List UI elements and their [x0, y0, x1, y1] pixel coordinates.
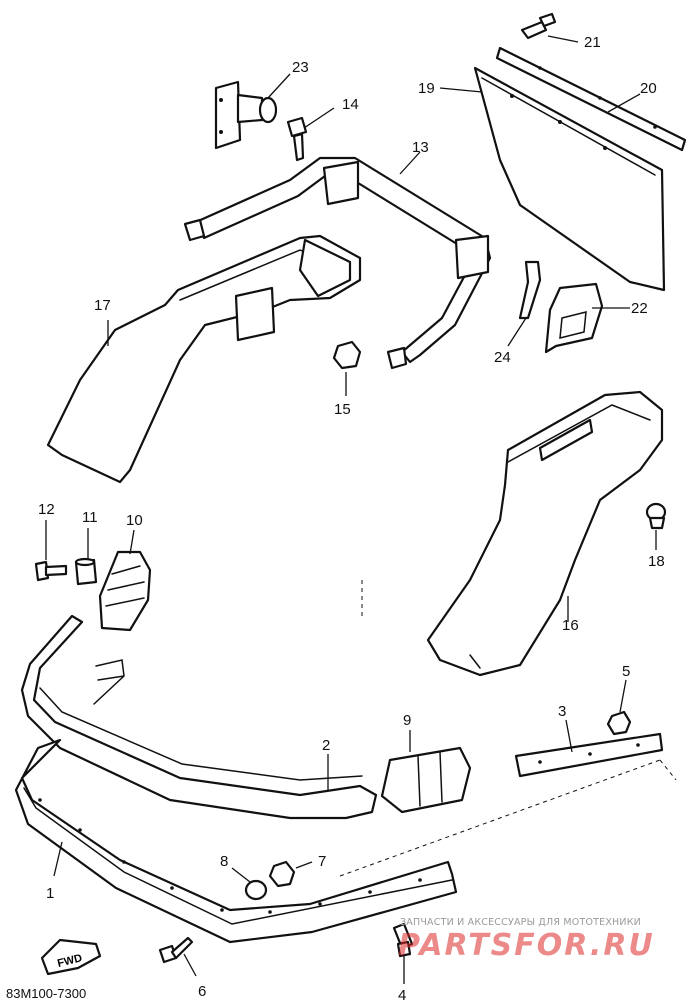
callout-labels: 21 19 20 23 14 13 17 15 24 22 18 16 12 1… [38, 34, 665, 1004]
part-19-plate [473, 66, 666, 292]
callout-6: 6 [198, 983, 206, 1000]
callout-4: 4 [398, 987, 406, 1004]
callout-20: 20 [640, 80, 657, 97]
part-7-nut [268, 860, 296, 888]
part-11-collar [74, 557, 98, 586]
callout-11: 11 [82, 509, 98, 526]
callout-24: 24 [494, 349, 511, 366]
part-18-screw [645, 502, 667, 530]
part-10-damper [98, 550, 152, 632]
part-9-mount [380, 746, 472, 814]
watermark-text: ЗАПЧАСТИ И АКСЕССУАРЫ ДЛЯ МОТОТЕХНИКИ [400, 917, 641, 928]
callout-14: 14 [342, 96, 359, 113]
part-15-nut [332, 340, 362, 370]
part-23-bracket [214, 80, 278, 150]
callout-17: 17 [94, 297, 111, 314]
callout-12: 12 [38, 501, 55, 518]
part-3-bracket [514, 732, 664, 778]
callout-8: 8 [220, 853, 228, 870]
watermark-logo: PARTSFOR.RU [398, 928, 655, 963]
part-14-bolt [286, 116, 308, 162]
callout-3: 3 [558, 703, 566, 720]
callout-9: 9 [403, 712, 411, 729]
diagram-code: 83M100-7300 [6, 986, 87, 1001]
part-22-clip [544, 282, 604, 354]
callout-1: 1 [46, 885, 54, 902]
part-4-rivet [392, 922, 414, 958]
part-13-frame [183, 156, 492, 370]
part-17-left-cover [46, 234, 362, 484]
part-5-nut [606, 710, 632, 736]
part-24-tie [518, 260, 542, 320]
callout-22: 22 [631, 300, 648, 317]
callout-5: 5 [622, 663, 630, 680]
callout-19: 19 [418, 80, 435, 97]
callout-10: 10 [126, 512, 143, 529]
callout-21: 21 [584, 34, 601, 51]
callout-2: 2 [322, 737, 330, 754]
part-16-right-cover [426, 390, 664, 677]
callout-23: 23 [292, 59, 309, 76]
assembly-lines [339, 580, 677, 877]
part-21-rivet [520, 12, 557, 40]
callout-13: 13 [412, 139, 429, 156]
callout-18: 18 [648, 553, 665, 570]
part-1-outer-rail [14, 738, 458, 944]
callout-15: 15 [334, 401, 351, 418]
part-12-bolt [34, 560, 68, 582]
part-6-screw [158, 936, 194, 964]
fwd-arrow: FWD [40, 938, 102, 976]
part-2-inner-bar [20, 614, 378, 820]
leader-lines [45, 35, 657, 984]
fwd-label: FWD [56, 952, 83, 970]
part-8-grommet [244, 879, 268, 901]
callout-7: 7 [318, 853, 326, 870]
part-20-strip [495, 46, 687, 152]
callout-16: 16 [562, 617, 579, 634]
